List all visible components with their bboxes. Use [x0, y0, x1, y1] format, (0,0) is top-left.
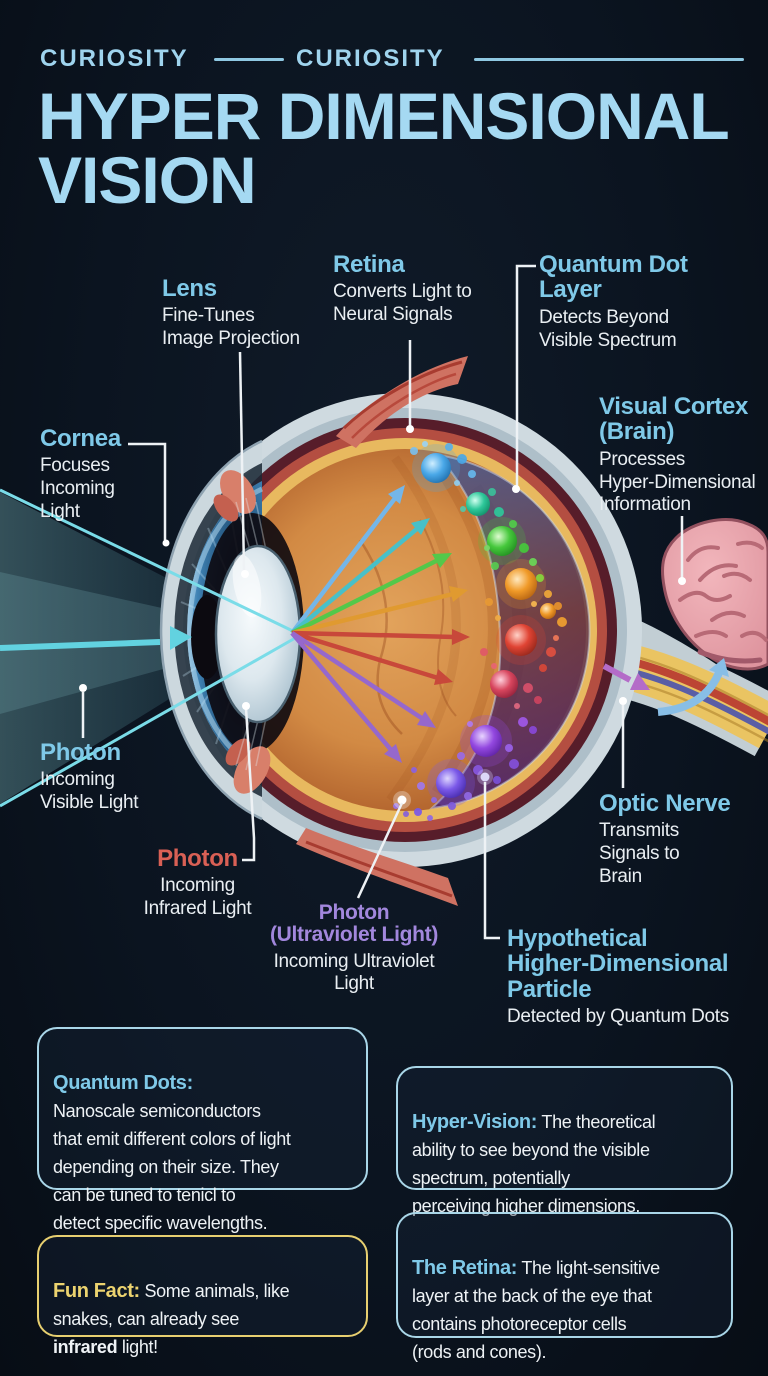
quantum-dots-box-title: Quantum Dots: [53, 1072, 193, 1094]
pupil [191, 595, 223, 679]
hyper-vision-box-title: Hyper-Vision: [412, 1111, 538, 1133]
fun-fact-box-text-after: light! [117, 1337, 158, 1357]
eyebrow-divider-long [474, 58, 744, 61]
connector-dots [79, 425, 686, 710]
retina-box-text: The light-sensitive layer at the back of… [412, 1258, 660, 1362]
retina-heading: Retina [333, 251, 405, 278]
brain-illustration [661, 518, 768, 671]
info-box-quantum-dots: Quantum Dots: Nanoscale semiconductors th… [37, 1027, 368, 1233]
label-photon-ultraviolet: Photon (Ultraviolet Light) Incoming Ultr… [244, 901, 464, 996]
quantum-dot-layer-heading: Quantum Dot Layer [539, 251, 688, 304]
label-optic-nerve: Optic Nerve Transmits Signals to Brain [599, 791, 744, 889]
light-beam-rays [0, 488, 299, 808]
info-box-fun-fact: Fun Fact: Some animals, like snakes, can… [37, 1235, 368, 1357]
lens-body: Fine-Tunes Image Projection [162, 305, 300, 350]
label-photon-infrared: Photon Incoming Infrared Light [110, 846, 285, 921]
visual-cortex-heading: Visual Cortex (Brain) [599, 393, 749, 446]
fun-fact-box-text-before: Some animals, like snakes, can already s… [53, 1281, 290, 1329]
retina-body: Converts Light to Neural Signals [333, 281, 472, 326]
hyper-vision-box-text: The theoretical ability to see beyond th… [412, 1112, 656, 1216]
label-cornea: Cornea Focuses Incoming Light [40, 426, 170, 524]
brain-gyri [678, 540, 768, 642]
brain-to-cortex-arrow [657, 658, 729, 716]
quantum-dots [393, 441, 567, 821]
info-box-retina: The Retina: The light-sensitive layer at… [396, 1212, 733, 1362]
lens-shape [214, 544, 302, 724]
connector-lines [81, 264, 684, 940]
optic-nerve-body: Transmits Signals to Brain [599, 820, 680, 888]
label-retina: Retina Converts Light to Neural Signals [333, 252, 498, 327]
fun-fact-box-title: Fun Fact: [53, 1280, 140, 1302]
visual-cortex-body: Processes Hyper-Dimensional Information [599, 448, 756, 516]
light-beam-arrow [0, 626, 192, 651]
cornea-body: Focuses Incoming Light [40, 455, 115, 523]
photon-visible-body: Incoming Visible Light [40, 769, 139, 814]
photon-ultraviolet-body: Incoming Ultraviolet Light [273, 950, 435, 995]
hypothetical-particle-body: Detected by Quantum Dots [507, 1006, 729, 1028]
eyebrow-divider-short [214, 58, 284, 61]
label-visual-cortex: Visual Cortex (Brain) Processes Hyper-Di… [599, 394, 767, 517]
page-title: HYPER DIMENSIONAL VISION [38, 79, 730, 217]
label-quantum-dot-layer: Quantum Dot Layer Detects Beyond Visible… [539, 252, 719, 352]
label-photon-visible: Photon Incoming Visible Light [40, 740, 190, 815]
photon-fan-arrows [290, 485, 470, 763]
fun-fact-box-bold-word: infrared [53, 1337, 118, 1357]
quantum-dots-box-text: Nanoscale semiconductors that emit diffe… [53, 1101, 291, 1233]
photon-visible-heading: Photon [40, 739, 121, 766]
cornea-heading: Cornea [40, 425, 121, 452]
photon-infrared-heading: Photon [157, 845, 238, 872]
lens-heading: Lens [162, 275, 217, 302]
photon-ultraviolet-heading: Photon (Ultraviolet Light) [269, 901, 439, 947]
hypothetical-particle-heading: Hypothetical Higher-Dimensional Particle [507, 925, 729, 1003]
eye-muscle-top [336, 356, 468, 448]
optic-nerve-heading: Optic Nerve [599, 790, 731, 817]
label-hypothetical-particle: Hypothetical Higher-Dimensional Particle… [507, 926, 757, 1029]
brand-eyebrow-right: CURIOSITY [296, 45, 445, 72]
label-lens: Lens Fine-Tunes Image Projection [162, 276, 322, 351]
eye-muscle-bottom [296, 828, 458, 906]
white-particle [393, 769, 493, 809]
photon-infrared-body: Incoming Infrared Light [143, 875, 252, 920]
nerve-signal-arrow [602, 663, 650, 690]
info-box-hyper-vision: Hyper-Vision: The theoretical ability to… [396, 1066, 733, 1216]
quantum-dot-layer-body: Detects Beyond Visible Spectrum [539, 306, 677, 351]
cornea-shell [161, 441, 262, 819]
retina-box-title: The Retina: [412, 1257, 518, 1279]
brand-eyebrow-left: CURIOSITY [40, 45, 189, 72]
ciliary-body [213, 470, 271, 794]
